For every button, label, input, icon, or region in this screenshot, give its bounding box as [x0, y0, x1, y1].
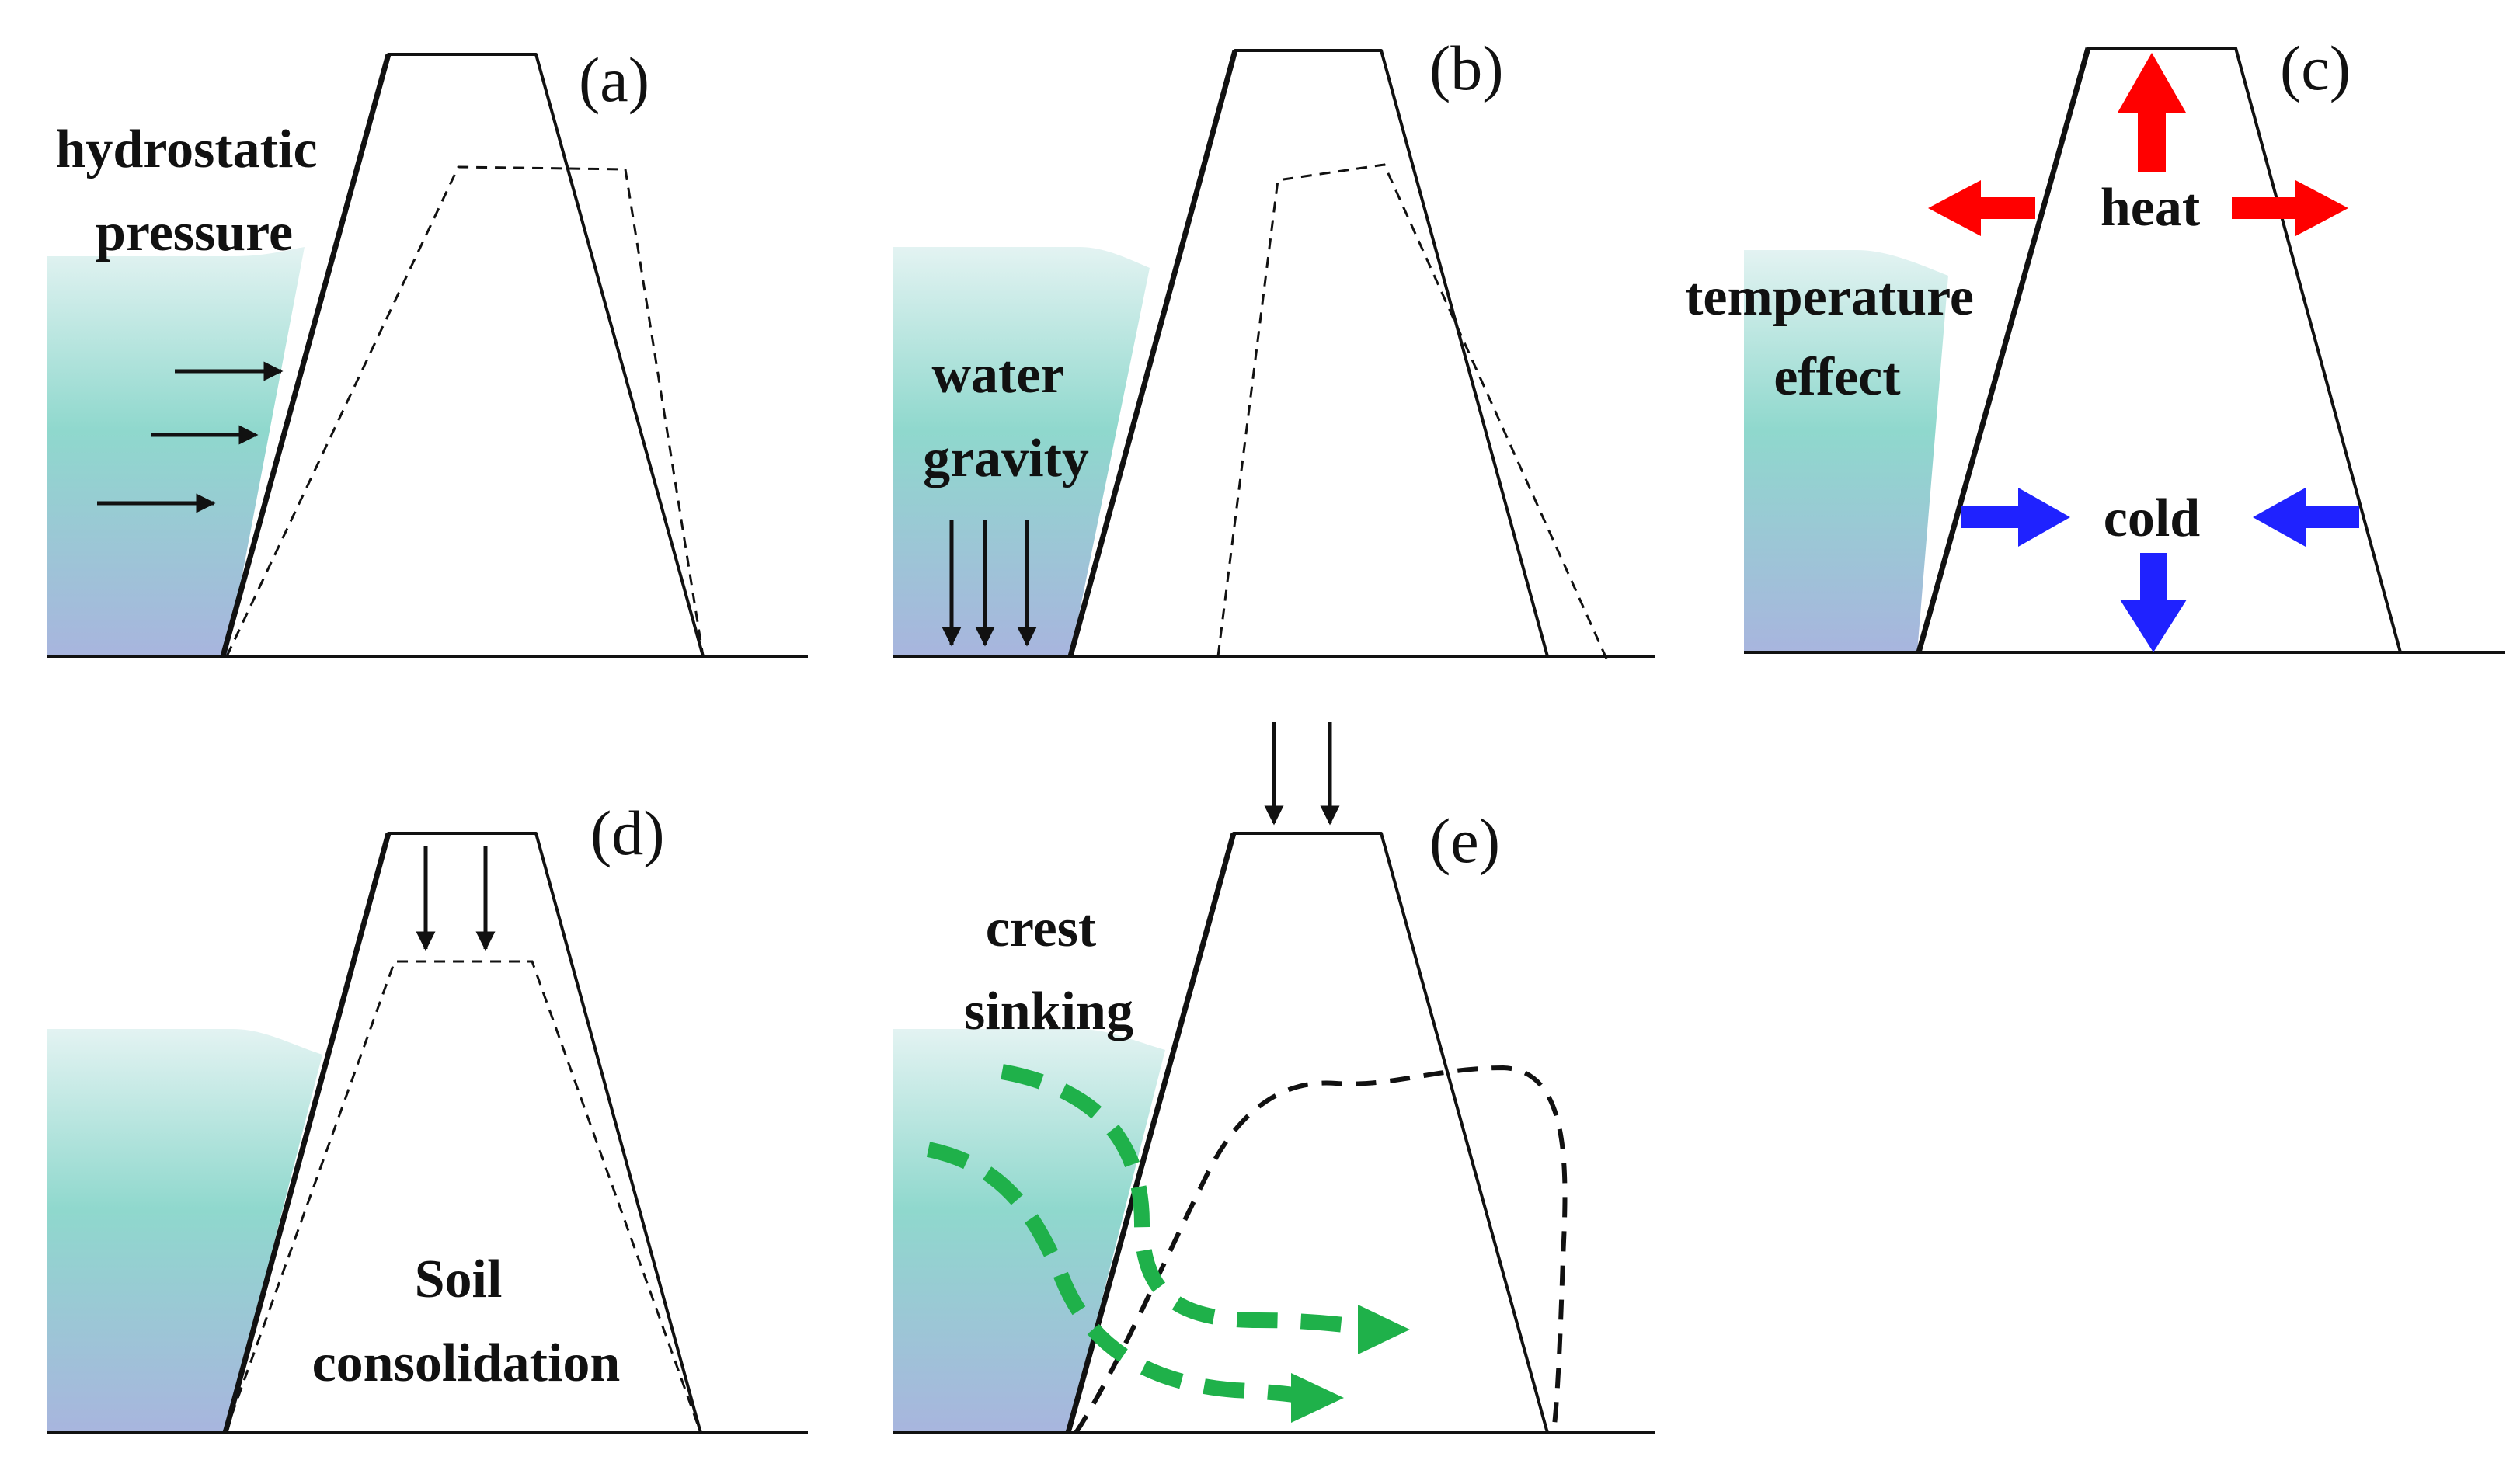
cause-label-line1: water — [931, 345, 1064, 405]
crest-sinking-arrows — [1264, 722, 1340, 826]
panel-e: (e) crest sinking — [893, 722, 1655, 1434]
panel-letter: (e) — [1429, 805, 1500, 876]
deformed-dam-outline — [224, 960, 702, 1434]
seepage-head-2 — [1291, 1373, 1344, 1423]
heat-arrow-right — [2232, 180, 2348, 236]
cause-label-line2: effect — [1773, 347, 1900, 407]
dam-outline — [1069, 49, 1549, 657]
reservoir-water — [893, 1029, 1165, 1433]
dam-upstream-face — [1067, 50, 1238, 657]
heat-arrow-up — [2118, 53, 2186, 172]
consolidation-arrows — [416, 846, 496, 951]
cause-label-line2: consolidation — [312, 1333, 621, 1393]
dam-upstream-face — [220, 54, 392, 657]
reservoir-water — [47, 247, 305, 656]
cause-label-line2: gravity — [923, 429, 1089, 488]
cause-label-line1: temperature — [1685, 267, 1974, 327]
panel-letter: (b) — [1429, 33, 1504, 103]
seepage-path-1 — [1001, 1064, 1360, 1334]
cause-label-line2: sinking — [964, 982, 1133, 1041]
panel-d: (d) Soil consolidation — [47, 798, 808, 1434]
cold-label: cold — [2104, 488, 2201, 548]
seepage-arrows — [926, 1064, 1410, 1423]
heat-arrow-left — [1928, 180, 2035, 236]
dam-upstream-face — [222, 833, 392, 1434]
panel-letter: (d) — [590, 798, 665, 868]
cause-label-line1: Soil — [415, 1250, 503, 1309]
cause-label-line1: hydrostatic — [55, 120, 317, 179]
cold-arrow-inward-left — [1961, 488, 2070, 547]
gravity-arrows — [942, 520, 1037, 647]
heat-arrows — [1928, 53, 2348, 236]
seepage-head-1 — [1358, 1305, 1410, 1354]
cold-arrow-inward-right — [2253, 488, 2359, 547]
panel-letter: (a) — [579, 44, 649, 115]
panel-letter: (c) — [2280, 33, 2351, 103]
cause-label-line1: crest — [986, 899, 1097, 958]
reservoir-water — [47, 1029, 322, 1433]
deformed-dam-outline — [1074, 1065, 1568, 1434]
deformed-dam-outline — [1216, 163, 1608, 659]
heat-label: heat — [2101, 178, 2200, 238]
deformed-dam-outline — [225, 165, 705, 657]
cause-label-line2: pressure — [96, 203, 293, 262]
pressure-arrows — [97, 361, 284, 513]
panel-c: (c) heat cold temperature effect — [1685, 33, 2505, 654]
reservoir-water — [1744, 250, 1948, 652]
seepage-path-2 — [926, 1142, 1295, 1403]
cold-arrows — [1961, 488, 2359, 652]
panel-b: (b) water gravity — [893, 33, 1655, 659]
reservoir-water — [893, 247, 1150, 656]
panel-a: (a) hydrostatic pressure — [47, 44, 808, 658]
dam-upstream-face — [1916, 47, 2091, 653]
cold-arrow-down — [2120, 553, 2187, 652]
